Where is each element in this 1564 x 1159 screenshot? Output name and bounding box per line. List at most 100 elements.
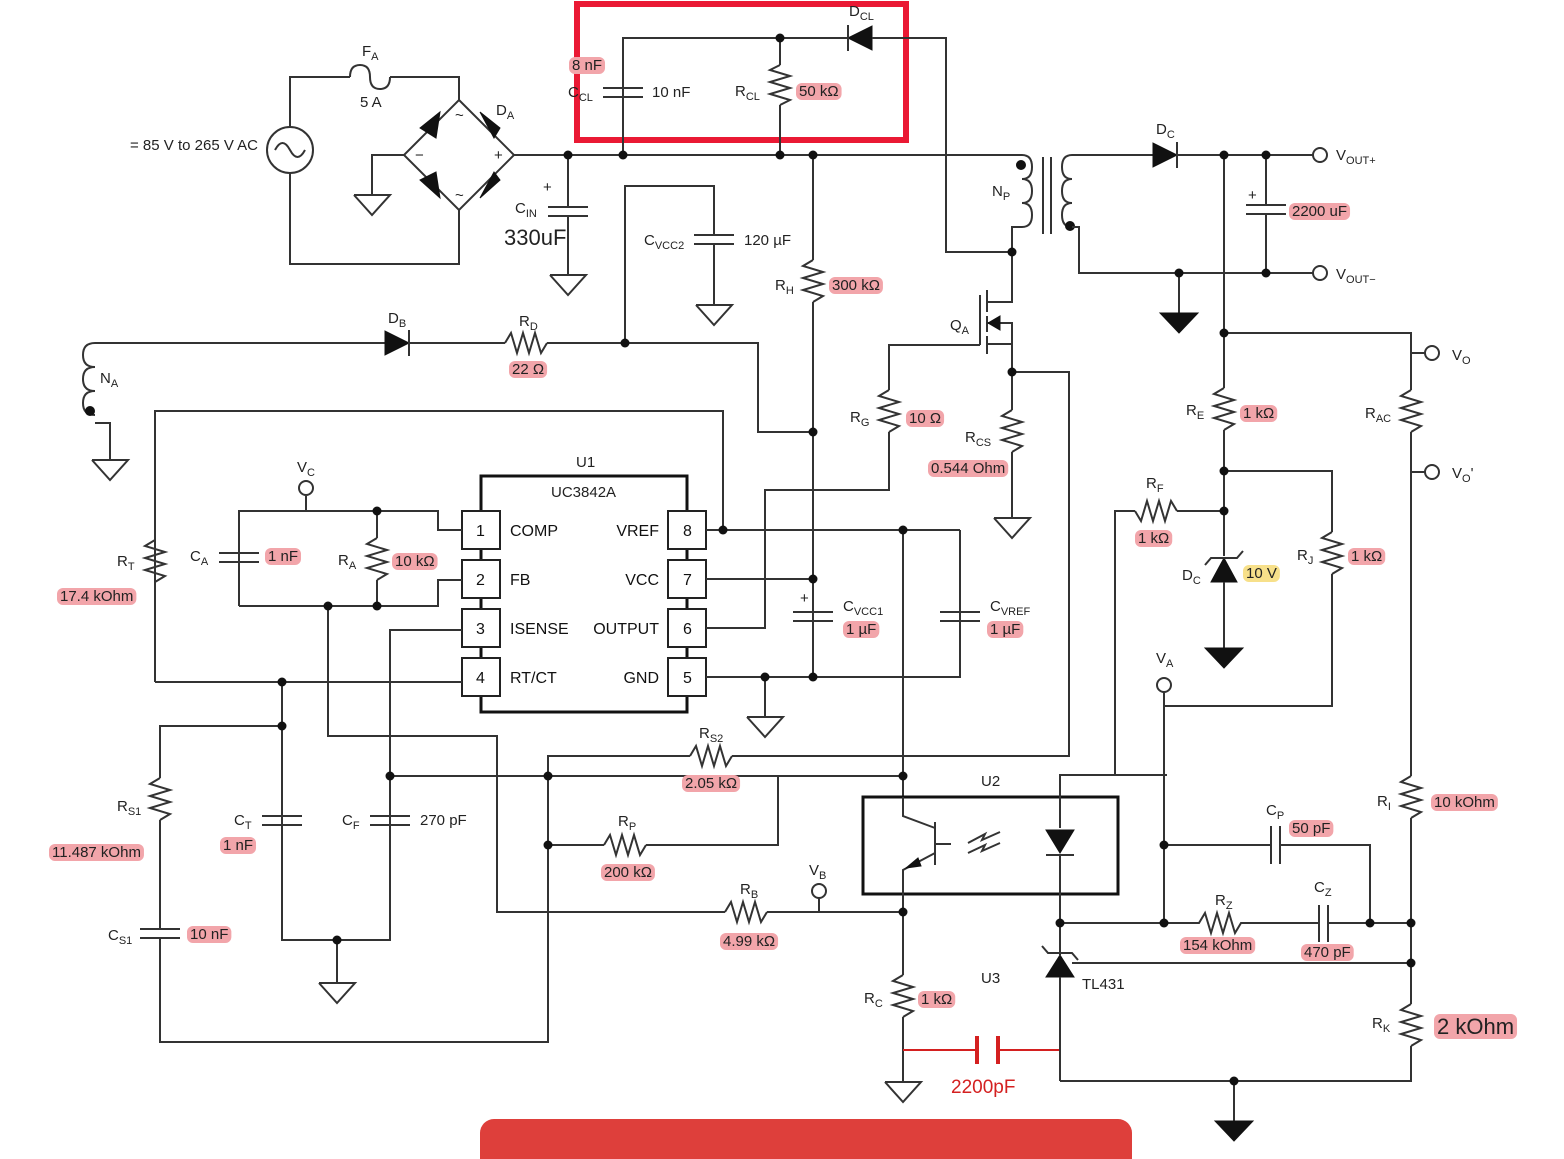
cf-value: 270 pF <box>420 812 467 829</box>
svg-text:50 pF: 50 pF <box>1292 820 1330 837</box>
ct-value: 1 nF <box>220 837 257 854</box>
u1-pin-name: GND <box>623 670 659 687</box>
rj-value: 1 kΩ <box>1348 548 1386 565</box>
rb-value: 4.99 kΩ <box>720 933 779 950</box>
re-ref: RE <box>1186 402 1204 422</box>
np-ref: NP <box>992 183 1010 203</box>
rt-ref: RT <box>117 553 135 573</box>
svg-text:0.544 Ohm: 0.544 Ohm <box>931 460 1005 477</box>
ccl-ref: CCL <box>568 84 593 104</box>
aux-winding <box>81 342 96 416</box>
svg-text:200 kΩ: 200 kΩ <box>604 864 652 881</box>
u3-part: TL431 <box>1082 976 1125 993</box>
wire <box>390 76 460 100</box>
u1-pin-number: 2 <box>476 572 485 589</box>
vc-terminal <box>298 480 314 496</box>
ground-icon <box>884 1081 922 1103</box>
cout-value: 2200 uF <box>1289 203 1351 220</box>
cz-ref: CZ <box>1314 879 1332 899</box>
red-banner <box>480 1119 1132 1159</box>
u1-pin-3 <box>461 608 501 648</box>
rd-value: 22 Ω <box>509 361 548 378</box>
cvcc1-plus: + <box>800 590 809 607</box>
svg-text:1 nF: 1 nF <box>223 837 253 854</box>
ground-icon <box>318 982 356 1004</box>
diode-dcl-icon <box>846 25 873 51</box>
svg-text:1 kΩ: 1 kΩ <box>1243 405 1274 422</box>
ri-value: 10 kOhm <box>1431 794 1498 811</box>
rcs-ref: RCS <box>965 429 991 449</box>
diode-dc-icon <box>1152 142 1179 168</box>
cf-ref: CF <box>342 812 360 832</box>
svg-text:300 kΩ: 300 kΩ <box>832 277 880 294</box>
u1-pin-name: VREF <box>616 523 659 540</box>
u1-part: UC3842A <box>551 484 616 501</box>
cz-value: 470 pF <box>1301 944 1354 961</box>
u2-ref: U2 <box>981 773 1000 790</box>
ground-icon <box>1214 1120 1254 1142</box>
fuse-value: 5 A <box>360 94 382 111</box>
va-terminal <box>1156 677 1172 693</box>
ccl-annotated-value: 8 nF <box>569 57 606 74</box>
ground-icon <box>91 459 129 481</box>
rac-ref: RAC <box>1365 405 1391 425</box>
u1-pin-number: 7 <box>683 572 692 589</box>
cin-value: 330uF <box>504 225 566 250</box>
cvcc2-value: 120 µF <box>744 232 791 249</box>
u1-pin-5 <box>667 657 707 697</box>
vout-plus-terminal <box>1312 147 1328 163</box>
u1-ref: U1 <box>576 454 595 471</box>
na-ref: NA <box>100 370 119 390</box>
rh-value: 300 kΩ <box>829 277 883 294</box>
added-cap-value: 2200pF <box>951 1077 1015 1098</box>
cvref-ref: CVREF <box>990 598 1030 618</box>
fuse-symbol <box>349 63 391 91</box>
u1-pin-name: OUTPUT <box>593 621 659 638</box>
svg-text:2.05 kΩ: 2.05 kΩ <box>685 775 737 792</box>
secondary-winding <box>1060 154 1073 228</box>
ca-ref: CA <box>190 548 209 568</box>
rj-ref: RJ <box>1297 547 1313 567</box>
rt-value: 17.4 kOhm <box>57 588 137 605</box>
u1-pin-number: 5 <box>683 670 692 687</box>
zener-icon <box>1210 556 1238 583</box>
dz-ref: DC <box>1182 567 1201 587</box>
cvcc2-ref: CVCC2 <box>644 232 684 252</box>
re-value: 1 kΩ <box>1240 405 1278 422</box>
u1-pin-8 <box>667 510 707 550</box>
u1-pin-number: 8 <box>683 523 692 540</box>
junction-dots <box>277 33 1416 1086</box>
ground-icon <box>695 304 733 326</box>
svg-text:22 Ω: 22 Ω <box>512 361 544 378</box>
dz-value: 10 V <box>1243 565 1280 582</box>
svg-text:50 kΩ: 50 kΩ <box>799 83 839 100</box>
svg-text:10 kOhm: 10 kOhm <box>1434 794 1495 811</box>
u1-pin-number: 3 <box>476 621 485 638</box>
svg-text:1 kΩ: 1 kΩ <box>921 991 952 1008</box>
svg-text:8 nF: 8 nF <box>572 57 602 74</box>
rs1-value: 11.487 kOhm <box>49 844 144 861</box>
clamp-highlight-box <box>574 1 909 143</box>
wire <box>289 76 350 127</box>
rp-ref: RP <box>618 813 636 833</box>
u1-pin-name: COMP <box>510 523 558 540</box>
ccl-value: 10 nF <box>652 84 690 101</box>
cs1-value: 10 nF <box>187 926 232 943</box>
svg-text:4.99 kΩ: 4.99 kΩ <box>723 933 775 950</box>
vb-terminal <box>811 883 827 899</box>
light-arrows-icon <box>967 831 1001 854</box>
svg-text:1 µF: 1 µF <box>846 621 876 638</box>
svg-text:154 kOhm: 154 kOhm <box>1183 937 1252 954</box>
rcl-ref: RCL <box>735 83 760 103</box>
ground-icon <box>1204 647 1244 669</box>
wire <box>289 173 460 265</box>
cvcc1-ref: CVCC1 <box>843 598 883 618</box>
ground-icon <box>746 716 784 738</box>
vin-value: = 85 V to 265 V AC <box>130 137 258 154</box>
svg-text:17.4 kOhm: 17.4 kOhm <box>60 588 133 605</box>
bridge-minus: − <box>415 147 424 164</box>
tl431-icon <box>1045 954 1075 978</box>
ca-value: 1 nF <box>265 548 302 565</box>
u1-pin-number: 4 <box>476 670 485 687</box>
rg-value: 10 Ω <box>906 410 945 427</box>
